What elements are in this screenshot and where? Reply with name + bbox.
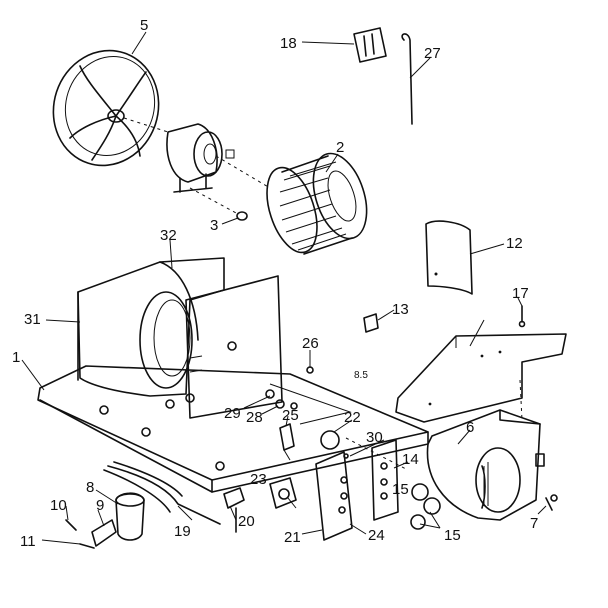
screw-17 [518,305,526,328]
label-8: 8 [86,479,94,496]
label-30: 30 [366,429,383,446]
label-15a: 15 [392,481,409,498]
label-1: 1 [12,349,20,366]
capacitor [65,492,145,549]
base-pan [37,341,429,493]
wiring-harness [103,461,221,525]
bracket-clip [353,27,387,63]
label-31: 31 [24,311,41,328]
label-18: 18 [280,35,297,52]
label-26: 26 [302,335,319,352]
label-2: 2 [336,139,344,156]
label-27: 27 [424,45,441,62]
condenser-shroud [77,257,283,419]
label-21: 21 [284,529,301,546]
label-11: 11 [20,533,36,550]
blower-wheel [266,152,368,255]
control-knobs [410,483,441,530]
label-3: 3 [210,217,218,234]
label-6: 6 [466,419,474,436]
label-15b: 15 [444,527,461,544]
label-13: 13 [392,301,409,318]
label-12: 12 [506,235,523,252]
label-9: 9 [96,497,104,514]
label-32: 32 [160,227,177,244]
label-17: 17 [512,285,529,302]
blower-housing [426,409,545,521]
label-19: 19 [174,523,191,540]
label-24: 24 [368,527,385,544]
control-panel [315,430,409,541]
label-23: 23 [250,471,267,488]
label-20: 20 [238,513,255,530]
label-28: 28 [246,409,263,426]
label-8-5: 8.5 [354,370,368,381]
label-14: 14 [402,451,419,468]
leader-lines [21,31,547,545]
label-7: 7 [530,515,538,532]
label-25: 25 [282,407,299,424]
scroll-plate [395,333,567,423]
side-panel [425,220,473,295]
label-22: 22 [344,409,361,426]
screw-7 [545,494,558,511]
fasteners-28-29 [265,389,298,410]
washer [236,211,248,221]
label-5: 5 [140,17,148,34]
label-10: 10 [50,497,67,514]
fan-blade [52,49,169,167]
motor [166,123,271,215]
small-clip [363,313,379,333]
wire-rod [401,33,413,125]
thermostat-relay-switch [223,423,297,533]
label-29: 29 [224,405,241,422]
